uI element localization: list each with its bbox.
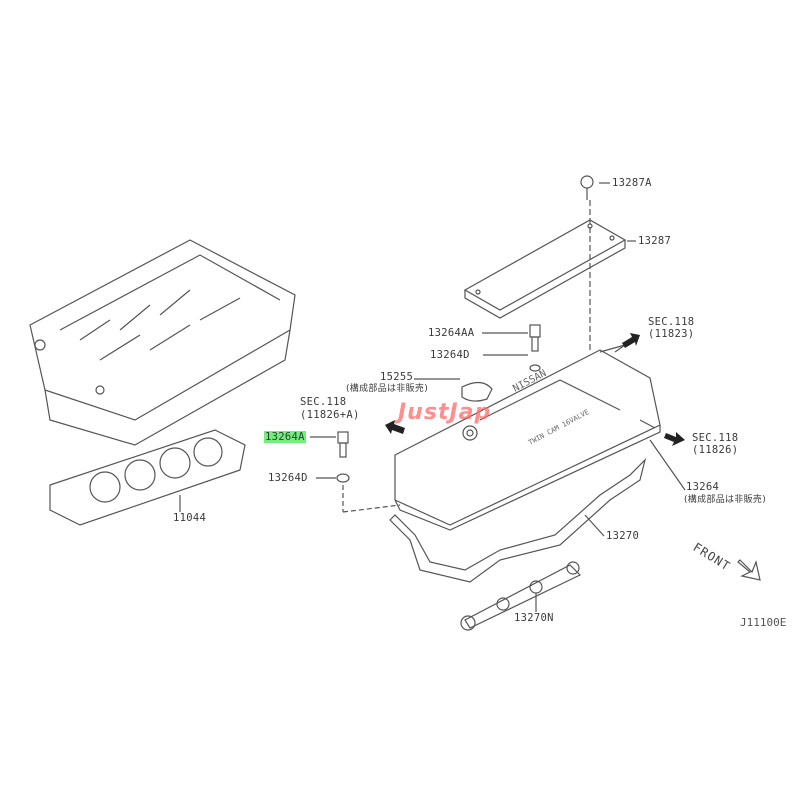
section-arrows	[385, 333, 685, 446]
bolts-drawing	[310, 324, 541, 513]
label-sec-top-right: SEC.118	[648, 316, 695, 328]
label-13264-note: (構成部品は非販売)	[684, 495, 767, 505]
reference-code: J11100E	[740, 616, 787, 629]
label-13270: 13270	[606, 530, 640, 542]
label-13270N: 13270N	[514, 612, 554, 624]
label-13264D-left: 13264D	[268, 472, 308, 484]
label-11044: 11044	[173, 512, 207, 524]
svg-text:NISSAN: NISSAN	[511, 368, 548, 395]
label-15255: 15255	[380, 371, 414, 383]
label-13264A-highlighted: 13264A	[264, 431, 306, 443]
rocker-gasket-drawing	[389, 458, 647, 583]
label-sec-left: SEC.118	[300, 396, 347, 408]
label-13264AA: 13264AA	[428, 327, 475, 339]
head-gasket-drawing	[49, 429, 246, 526]
label-sec-right-ref: (11826)	[692, 444, 739, 456]
plug-tube-gasket-drawing	[460, 561, 582, 631]
label-13264D-top: 13264D	[430, 349, 470, 361]
front-arrow	[737, 559, 761, 581]
label-13264: 13264	[686, 481, 720, 493]
arrow-sec-11826	[664, 432, 685, 446]
label-13287A: 13287A	[612, 177, 652, 189]
label-15255-note: (構成部品は非販売)	[346, 384, 429, 394]
arrow-sec-11823	[622, 333, 640, 348]
arrow-sec-11826a	[385, 420, 405, 434]
label-sec-top-right-ref: (11823)	[648, 328, 695, 340]
label-sec-left-ref: (11826+A)	[300, 409, 360, 421]
cover-plate-drawing	[463, 175, 636, 350]
svg-text:TWIN CAM 16VALVE: TWIN CAM 16VALVE	[527, 408, 590, 447]
label-sec-right: SEC.118	[692, 432, 739, 444]
rocker-cover-drawing: NISSAN TWIN CAM 16VALVE	[394, 344, 686, 531]
cylinder-head-drawing	[29, 239, 296, 446]
label-13287: 13287	[638, 235, 672, 247]
watermark-logo: JustJap	[398, 400, 492, 425]
